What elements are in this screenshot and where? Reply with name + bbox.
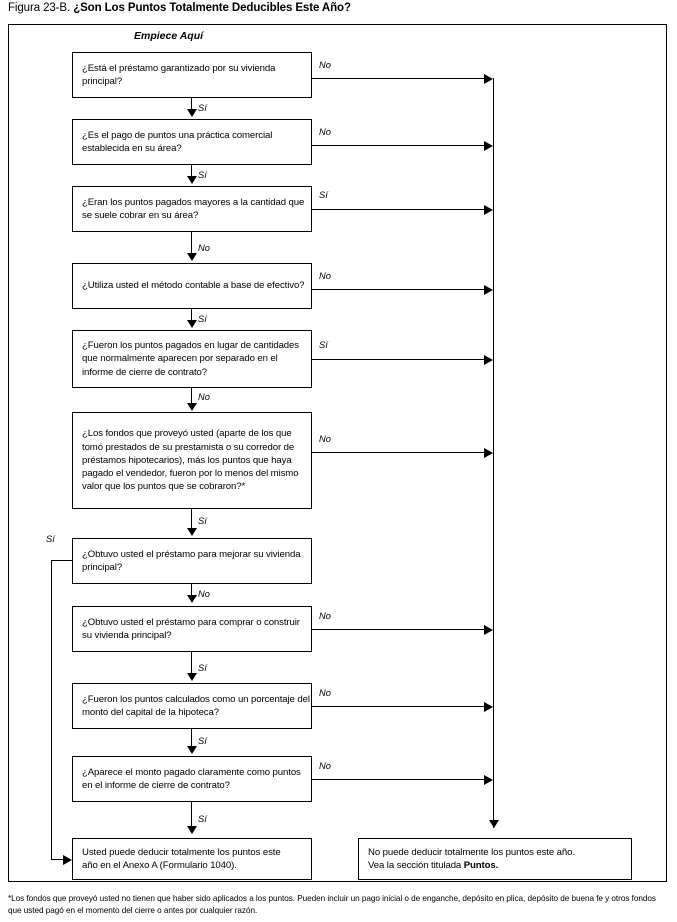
node-q8-text: ¿Obtuvo usted el préstamo para comprar o…	[82, 616, 300, 641]
page-title: Figura 23-B. ¿Son Los Puntos Totalmente …	[8, 2, 351, 14]
edge-q7-si-arrow	[63, 855, 72, 865]
edge-q8-q9-line	[191, 652, 192, 675]
edge-q1-no-arrow	[484, 74, 493, 84]
outcome-deductible-line1: Usted puede deducir totalmente los punto…	[82, 846, 281, 858]
outcome-not-deductible-line2-pre: Vea la sección titulada	[368, 860, 464, 871]
edge-q3-si-arrow	[484, 205, 493, 215]
node-outcome-deductible[interactable]: Usted puede deducir totalmente los punto…	[72, 838, 312, 880]
node-q2[interactable]: ¿Es el pago de puntos una práctica comer…	[72, 119, 312, 165]
edge-q3-q4-line	[191, 232, 192, 255]
edge-q2-no-arrow	[484, 141, 493, 151]
node-q2-text: ¿Es el pago de puntos una práctica comer…	[82, 129, 273, 154]
node-q1[interactable]: ¿Está el préstamo garantizado por su viv…	[72, 52, 312, 98]
edge-q3-q4-arrow	[187, 253, 197, 261]
edge-label-q9-right: No	[318, 688, 332, 698]
figure-number: Figura 23-B.	[8, 2, 74, 14]
edge-q9-q10-arrow	[187, 746, 197, 754]
edge-q10-no-line	[312, 779, 484, 780]
edge-q6-no-line	[312, 452, 484, 453]
figure-title-text: ¿Son Los Puntos Totalmente Deducibles Es…	[73, 2, 351, 14]
node-q3[interactable]: ¿Eran los puntos pagados mayores a la ca…	[72, 186, 312, 232]
edge-q5-q6-line	[191, 388, 192, 404]
edge-label-q3-down: No	[197, 243, 211, 253]
edge-q4-q5-line	[191, 309, 192, 322]
edge-q6-q7-line	[191, 509, 192, 530]
edge-q7-si-to-outcome	[51, 859, 65, 860]
edge-label-q5-right: Sí	[318, 340, 329, 350]
node-q5-text: ¿Fueron los puntos pagados en lugar de c…	[82, 340, 299, 378]
node-q3-text: ¿Eran los puntos pagados mayores a la ca…	[82, 196, 305, 221]
outcome-deductible-line2: año en el Anexo A (Formulario 1040).	[82, 860, 237, 871]
node-q9-text: ¿Fueron los puntos calculados como un po…	[82, 693, 310, 718]
edge-q8-no-line	[312, 629, 484, 630]
right-spine	[493, 78, 494, 828]
edge-q2-no-line	[312, 145, 484, 146]
edge-q10-outcome-line	[191, 802, 192, 828]
outcome-not-deductible-link-puntos: Puntos.	[463, 860, 499, 871]
edge-q1-q2-arrow	[187, 109, 197, 117]
node-q10[interactable]: ¿Aparece el monto pagado claramente como…	[72, 756, 312, 802]
edge-label-q7-down: No	[197, 589, 211, 599]
edge-q6-q7-arrow	[187, 528, 197, 536]
node-q1-text: ¿Está el préstamo garantizado por su viv…	[82, 62, 276, 87]
edge-label-q10-down: Sí	[197, 814, 208, 824]
node-q4[interactable]: ¿Utiliza usted el método contable a base…	[72, 263, 312, 309]
edge-label-q4-down: Sí	[197, 314, 208, 324]
edge-q8-q9-arrow	[187, 673, 197, 681]
edge-q10-outcome-arrow	[187, 826, 197, 834]
edge-q6-no-arrow	[484, 448, 493, 458]
edge-q9-no-line	[312, 706, 484, 707]
edge-q1-q2-line	[191, 98, 192, 111]
edge-label-q6-right: No	[318, 434, 332, 444]
edge-label-q6-down: Sí	[197, 516, 208, 526]
right-spine-arrowhead	[489, 820, 499, 828]
node-q8[interactable]: ¿Obtuvo usted el préstamo para comprar o…	[72, 606, 312, 652]
edge-q7-si-vertical	[51, 560, 52, 859]
node-q5[interactable]: ¿Fueron los puntos pagados en lugar de c…	[72, 330, 312, 388]
edge-q9-q10-line	[191, 729, 192, 748]
node-q7[interactable]: ¿Obtuvo usted el préstamo para mejorar s…	[72, 538, 312, 584]
edge-q7-q8-arrow	[187, 595, 197, 603]
edge-q3-si-line	[312, 209, 484, 210]
flowchart-frame	[8, 24, 667, 882]
node-q10-text: ¿Aparece el monto pagado claramente como…	[82, 766, 301, 791]
edge-label-q2-down: Sí	[197, 170, 208, 180]
edge-label-q7-left: Sí	[45, 534, 56, 544]
edge-q5-si-line	[312, 359, 484, 360]
edge-label-q8-down: Sí	[197, 663, 208, 673]
edge-label-q5-down: No	[197, 392, 211, 402]
node-q6[interactable]: ¿Los fondos que proveyó usted (aparte de…	[72, 412, 312, 509]
start-here-label: Empiece Aquí	[134, 30, 204, 42]
edge-label-q3-right: Sí	[318, 190, 329, 200]
edge-q5-si-arrow	[484, 355, 493, 365]
edge-q4-q5-arrow	[187, 320, 197, 328]
edge-q5-q6-arrow	[187, 403, 197, 411]
edge-q2-q3-line	[191, 165, 192, 178]
edge-q2-q3-arrow	[187, 176, 197, 184]
node-outcome-not-deductible[interactable]: No puede deducir totalmente los puntos e…	[358, 838, 632, 880]
edge-label-q1-down: Sí	[197, 103, 208, 113]
node-q6-text: ¿Los fondos que proveyó usted (aparte de…	[82, 428, 299, 493]
edge-q9-no-arrow	[484, 702, 493, 712]
edge-q7-si-horizontal	[51, 560, 73, 561]
node-q4-text: ¿Utiliza usted el método contable a base…	[82, 280, 305, 292]
edge-label-q8-right: No	[318, 611, 332, 621]
edge-q8-no-arrow	[484, 625, 493, 635]
outcome-not-deductible-line1: No puede deducir totalmente los puntos e…	[368, 846, 575, 858]
edge-q1-no-line	[312, 78, 484, 79]
edge-label-q10-right: No	[318, 761, 332, 771]
edge-q10-no-arrow	[484, 775, 493, 785]
node-q7-text: ¿Obtuvo usted el préstamo para mejorar s…	[82, 548, 301, 573]
edge-label-q1-right: No	[318, 60, 332, 70]
edge-label-q4-right: No	[318, 271, 332, 281]
edge-q4-no-arrow	[484, 285, 493, 295]
footnote: *Los fondos que proveyó usted no tienen …	[8, 894, 656, 915]
edge-label-q9-down: Sí	[197, 736, 208, 746]
edge-q4-no-line	[312, 289, 484, 290]
node-q9[interactable]: ¿Fueron los puntos calculados como un po…	[72, 683, 312, 729]
edge-label-q2-right: No	[318, 127, 332, 137]
edge-q7-q8-line	[191, 584, 192, 597]
